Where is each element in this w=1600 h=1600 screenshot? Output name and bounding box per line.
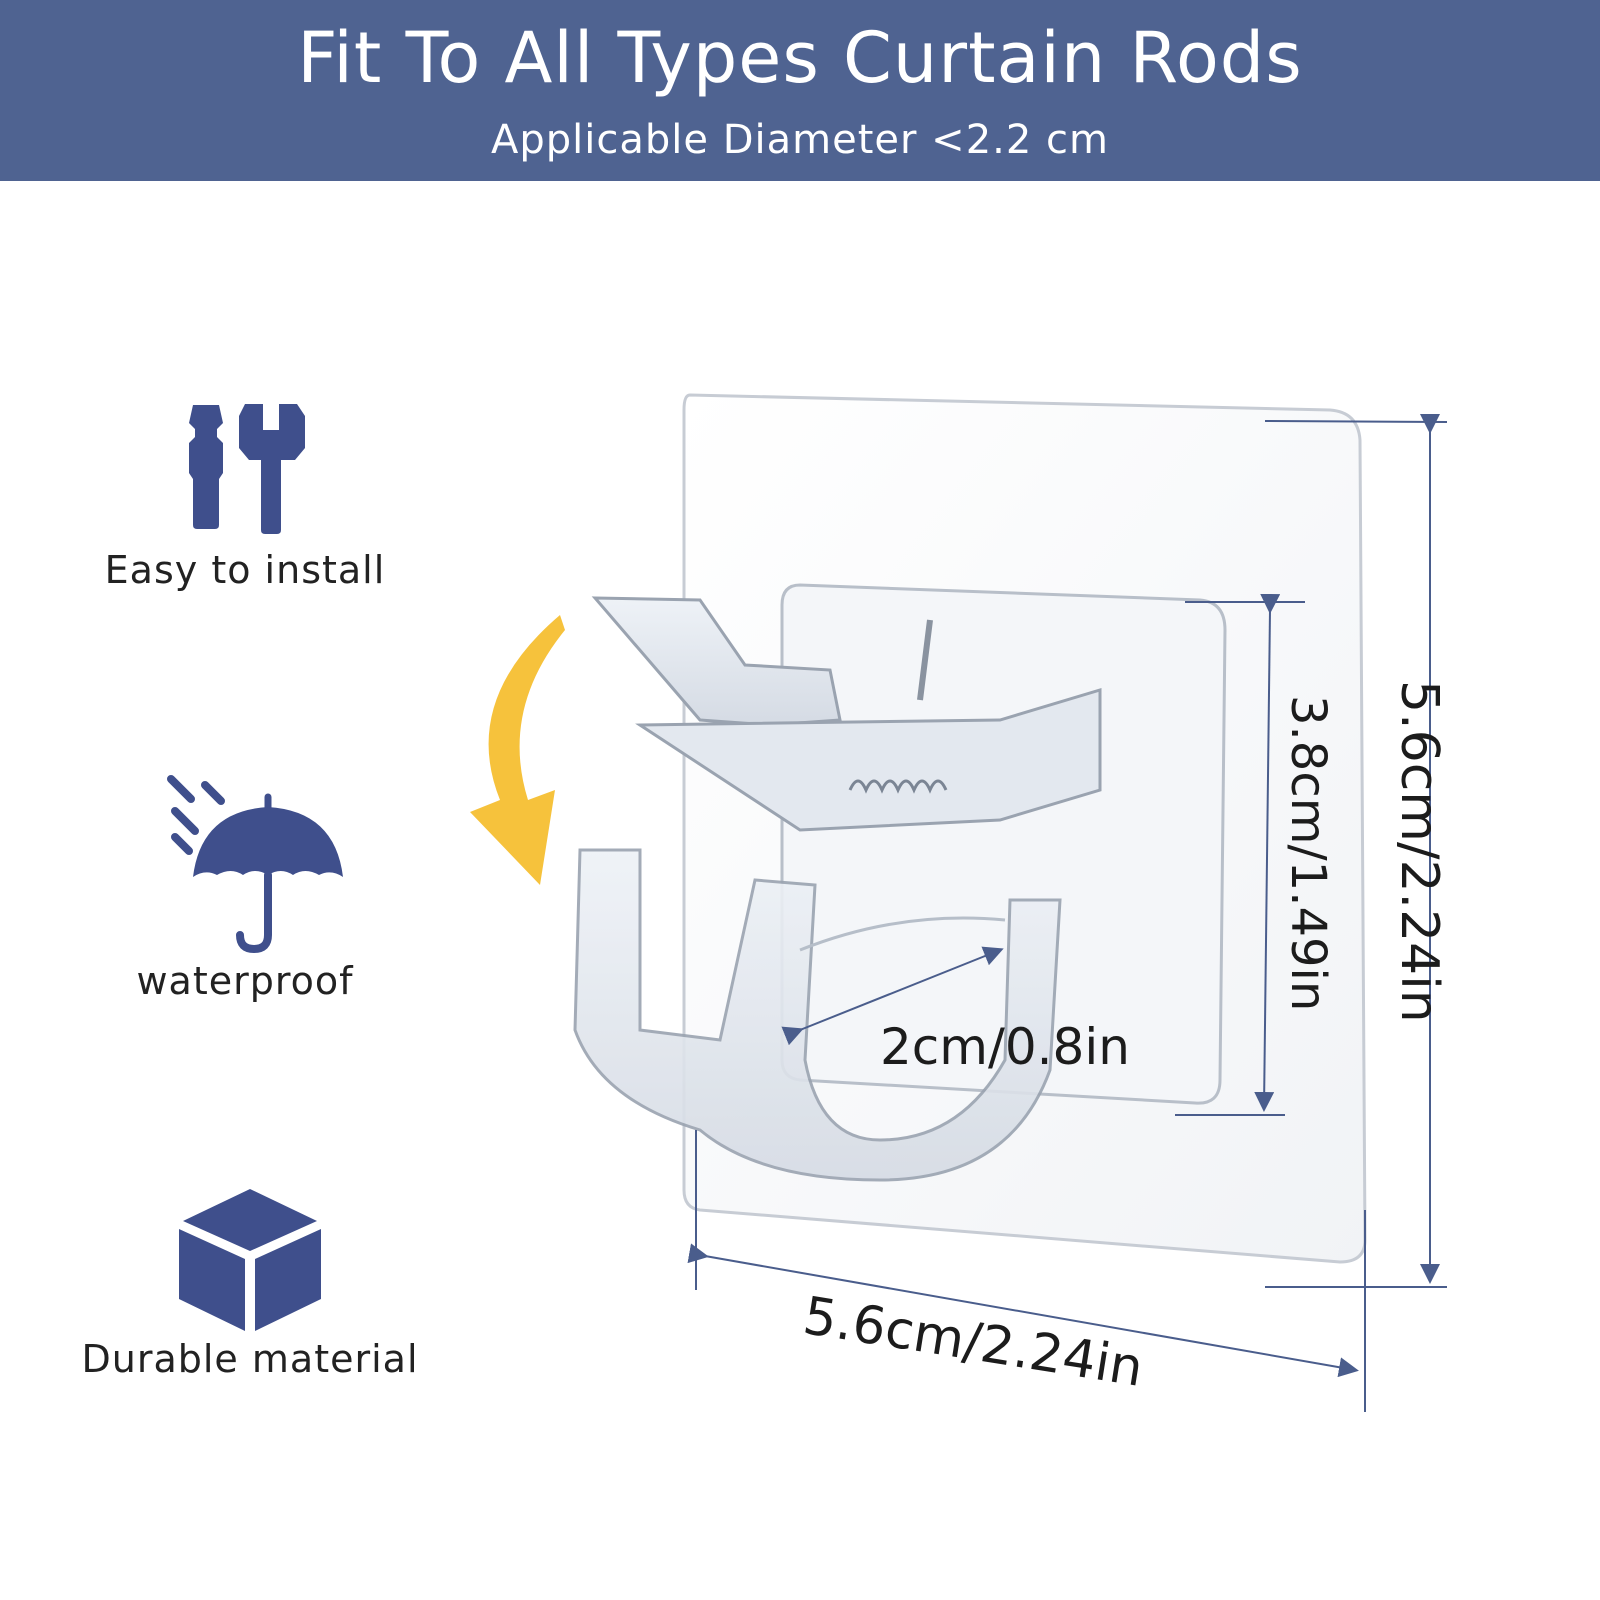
clip-pin	[917, 619, 933, 701]
banner-title: Fit To All Types Curtain Rods	[297, 17, 1303, 99]
feature-durable: Durable material	[40, 1185, 460, 1381]
rotation-arrow	[470, 615, 565, 885]
feature-easy-install: Easy to install	[35, 400, 455, 592]
feature-waterproof: waterproof	[35, 775, 455, 1003]
tools-icon	[189, 404, 305, 534]
dimension-hook-label: 2cm/0.8in	[880, 1018, 1130, 1076]
umbrella-icon	[167, 775, 343, 954]
spring	[848, 779, 948, 794]
feature-label-waterproof: waterproof	[136, 959, 354, 1003]
dimension-inner-height-label: 3.8cm/1.49in	[1280, 695, 1336, 1012]
banner-subtitle: Applicable Diameter <2.2 cm	[491, 117, 1109, 163]
clip-lever	[591, 596, 842, 727]
cube-icon	[179, 1189, 321, 1331]
header-banner: Fit To All Types Curtain Rods Applicable…	[0, 0, 1600, 181]
clip-body	[635, 687, 1102, 832]
rod-hook	[573, 848, 1062, 1182]
dimension-height-label: 5.6cm/2.24in	[1389, 680, 1449, 1023]
dimension-lines	[687, 414, 1448, 1412]
feature-label-durable: Durable material	[81, 1337, 419, 1381]
feature-label-install: Easy to install	[104, 548, 386, 592]
